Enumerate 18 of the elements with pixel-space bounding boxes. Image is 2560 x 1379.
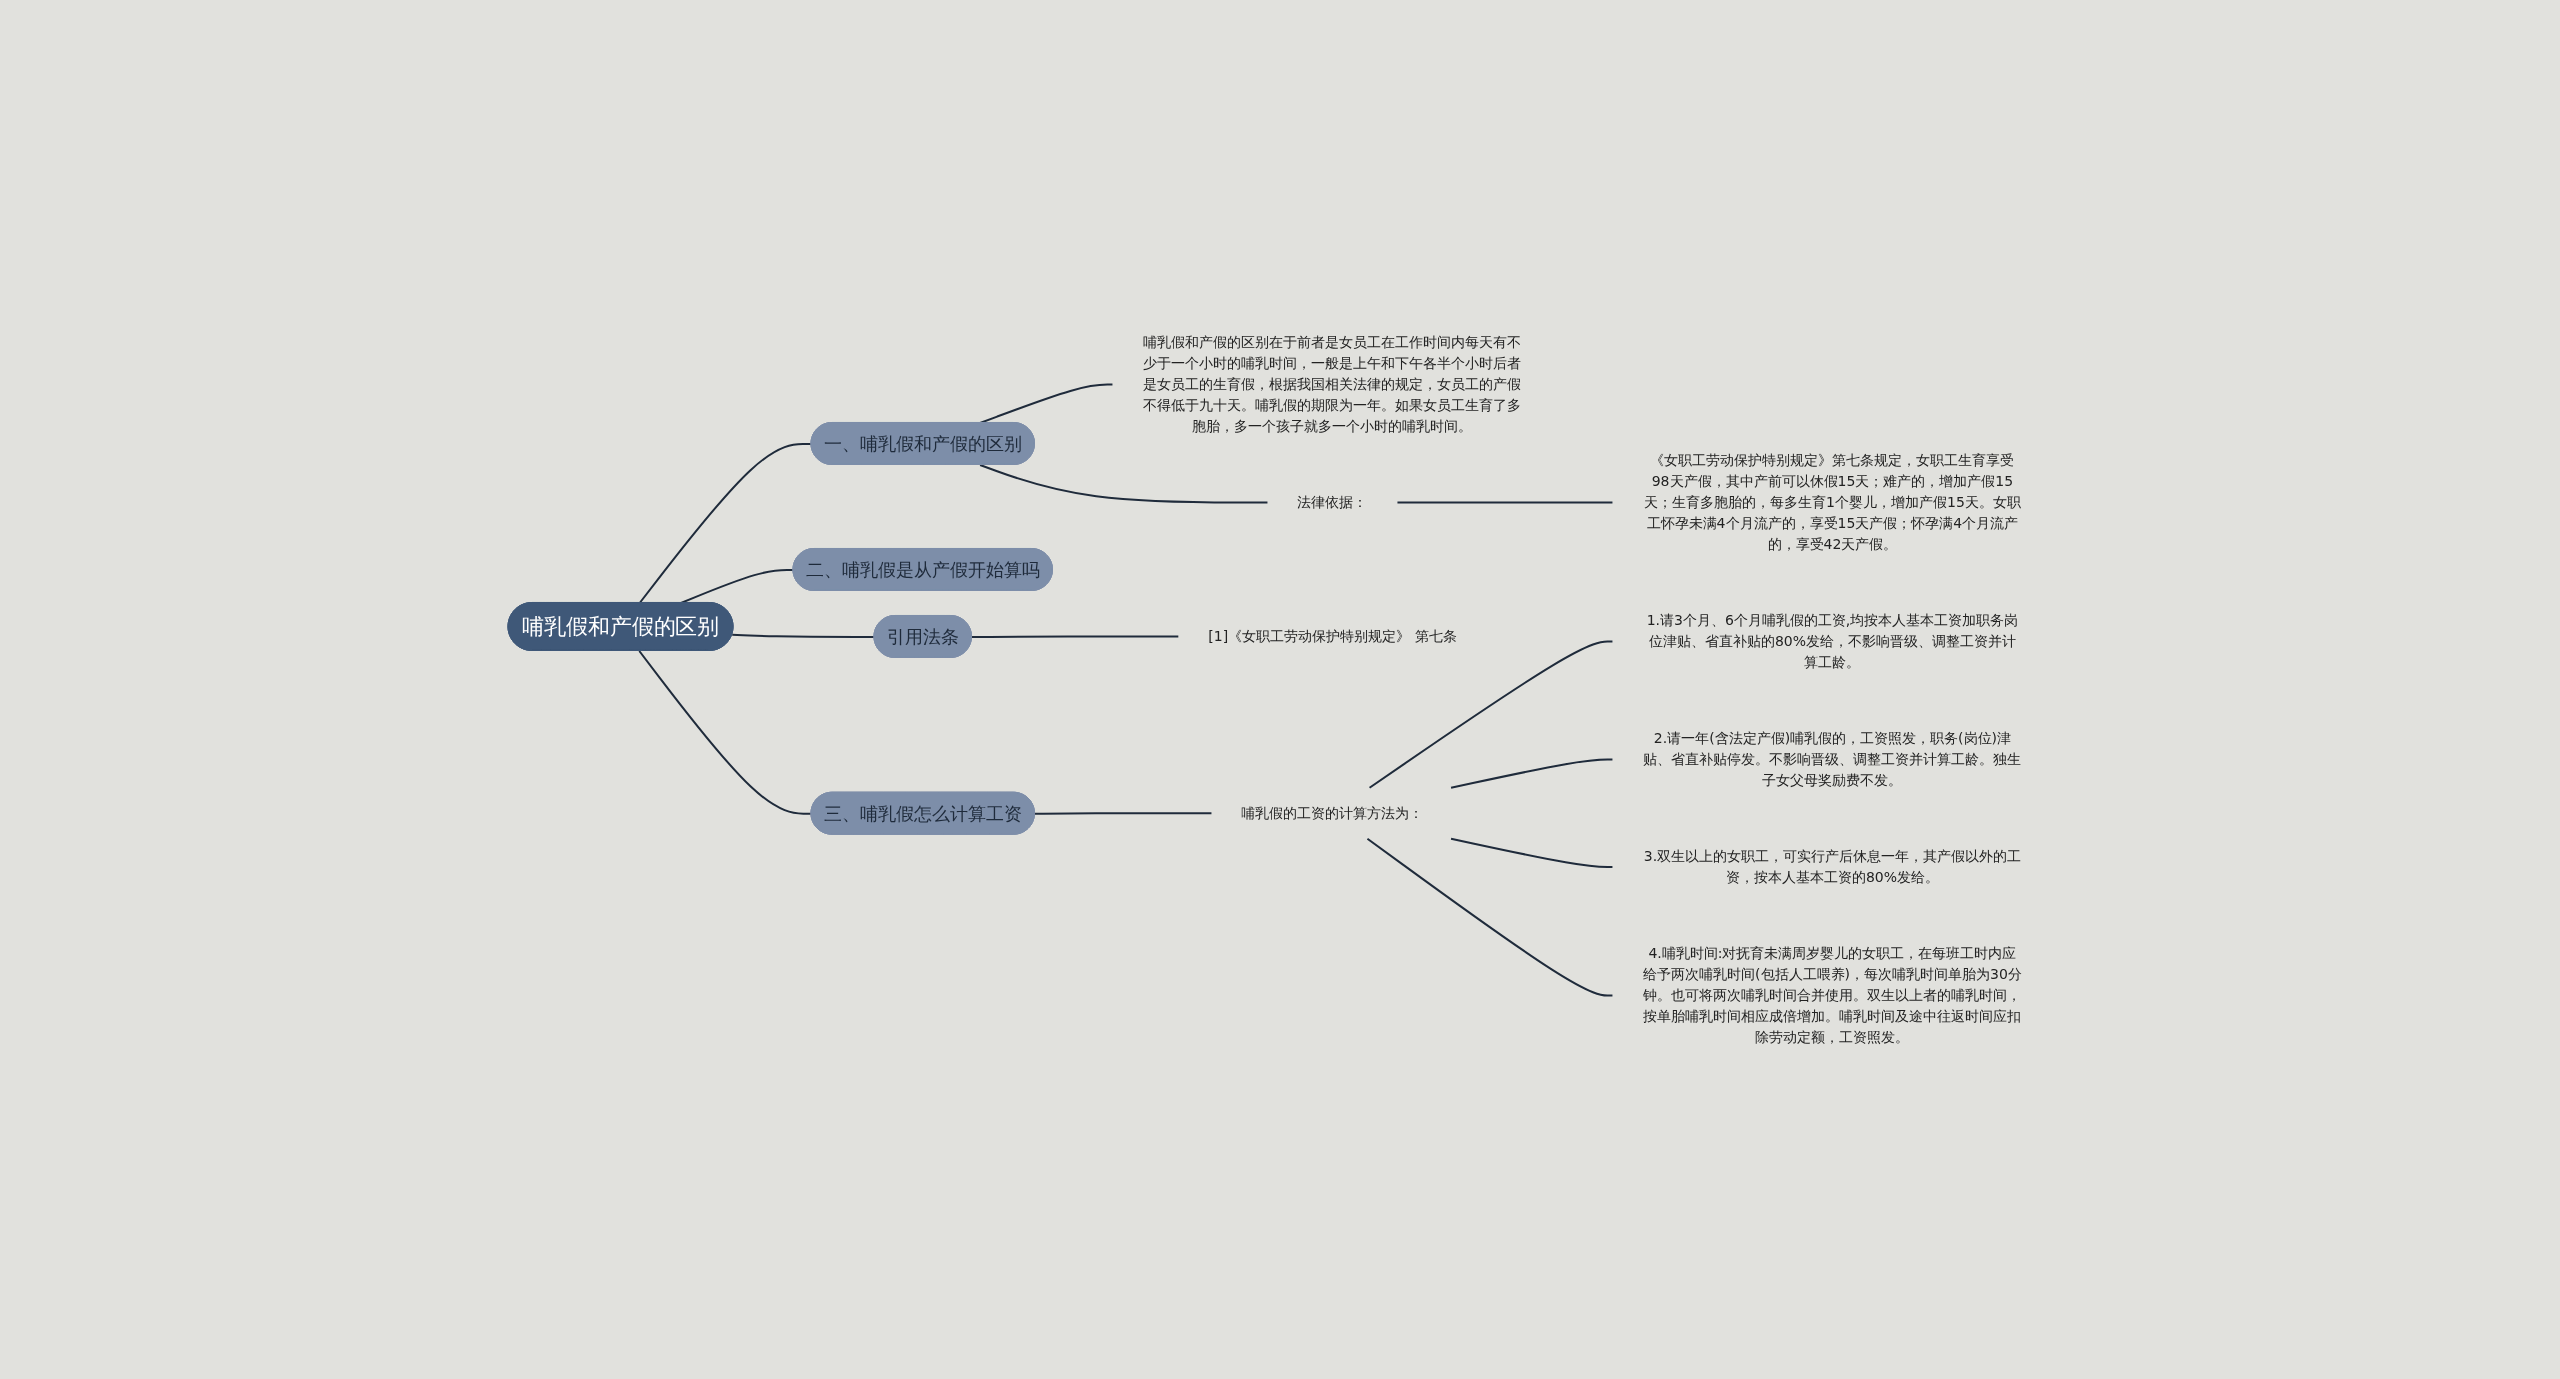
node-text: 法律依据： (1297, 493, 1368, 510)
connector (1368, 640, 1614, 789)
connector (978, 463, 1269, 503)
node-text: 4.哺乳时间:对抚育未满周岁婴儿的女职工，在每班工时内应给予两次哺乳时间(包括人工喂养)，每次哺乳时间单胎为30分钟。也可将两次哺乳时间合并使用。双生以上者的哺乳时间，按单胎哺乳时间相应成倍增加。哺乳时间及途中往返时间应扣除劳动定额，工资照发。 (1642, 944, 2022, 1045)
connector (970, 635, 1180, 638)
node-text: 哺乳假的工资的计算方法为： (1241, 804, 1424, 821)
node-text: 《女职工劳动保护特别规定》第七条规定，女职工生育享受98天产假，其中产前可以休假15天；难产的，增加产假15天；生育多胞胎的，每多生育1个婴儿，增加产假15天。女职工怀孕未满4个月流产的，享受15天产假；怀孕满4个月流产的，享受42天产假。 (1643, 451, 2021, 552)
node-text: 哺乳假和产假的区别在于前者是女员工在工作时间内每天有不少于一个小时的哺乳时间，一般是上午和下午各半个小时后者是女员工的生育假，根据我国相关法律的规定，女员工的产假不得低于九十天。哺乳假的期限为一年。如果女员工生育了多胞胎，多一个孩子就多一个小时的哺乳时间。 (1143, 333, 1522, 434)
node-text: 1.请3个月、6个月哺乳假的工资,均按本人基本工资加职务岗位津贴、省直补贴的80%发给，不影响晋级、调整工资并计算工龄。 (1646, 611, 2019, 670)
connector (638, 649, 813, 815)
connector (1449, 837, 1614, 868)
connector (1033, 811, 1213, 815)
connector (1366, 837, 1614, 996)
connector (1396, 501, 1614, 503)
node-text: 3.双生以上的女职工，可实行产后休息一年，其产假以外的工资，按本人基本工资的80%发给。 (1643, 847, 2021, 885)
node-text: 2.请一年(含法定产假)哺乳假的，工资照发，职务(岗位)津贴、省直补贴停发。不影响晋级、调整工资并计算工龄。独生子女父母奖励费不发。 (1643, 729, 2022, 788)
connector (1449, 758, 1614, 789)
node-text: [1]《女职工劳动保护特别规定》 第七条 (1208, 627, 1457, 644)
